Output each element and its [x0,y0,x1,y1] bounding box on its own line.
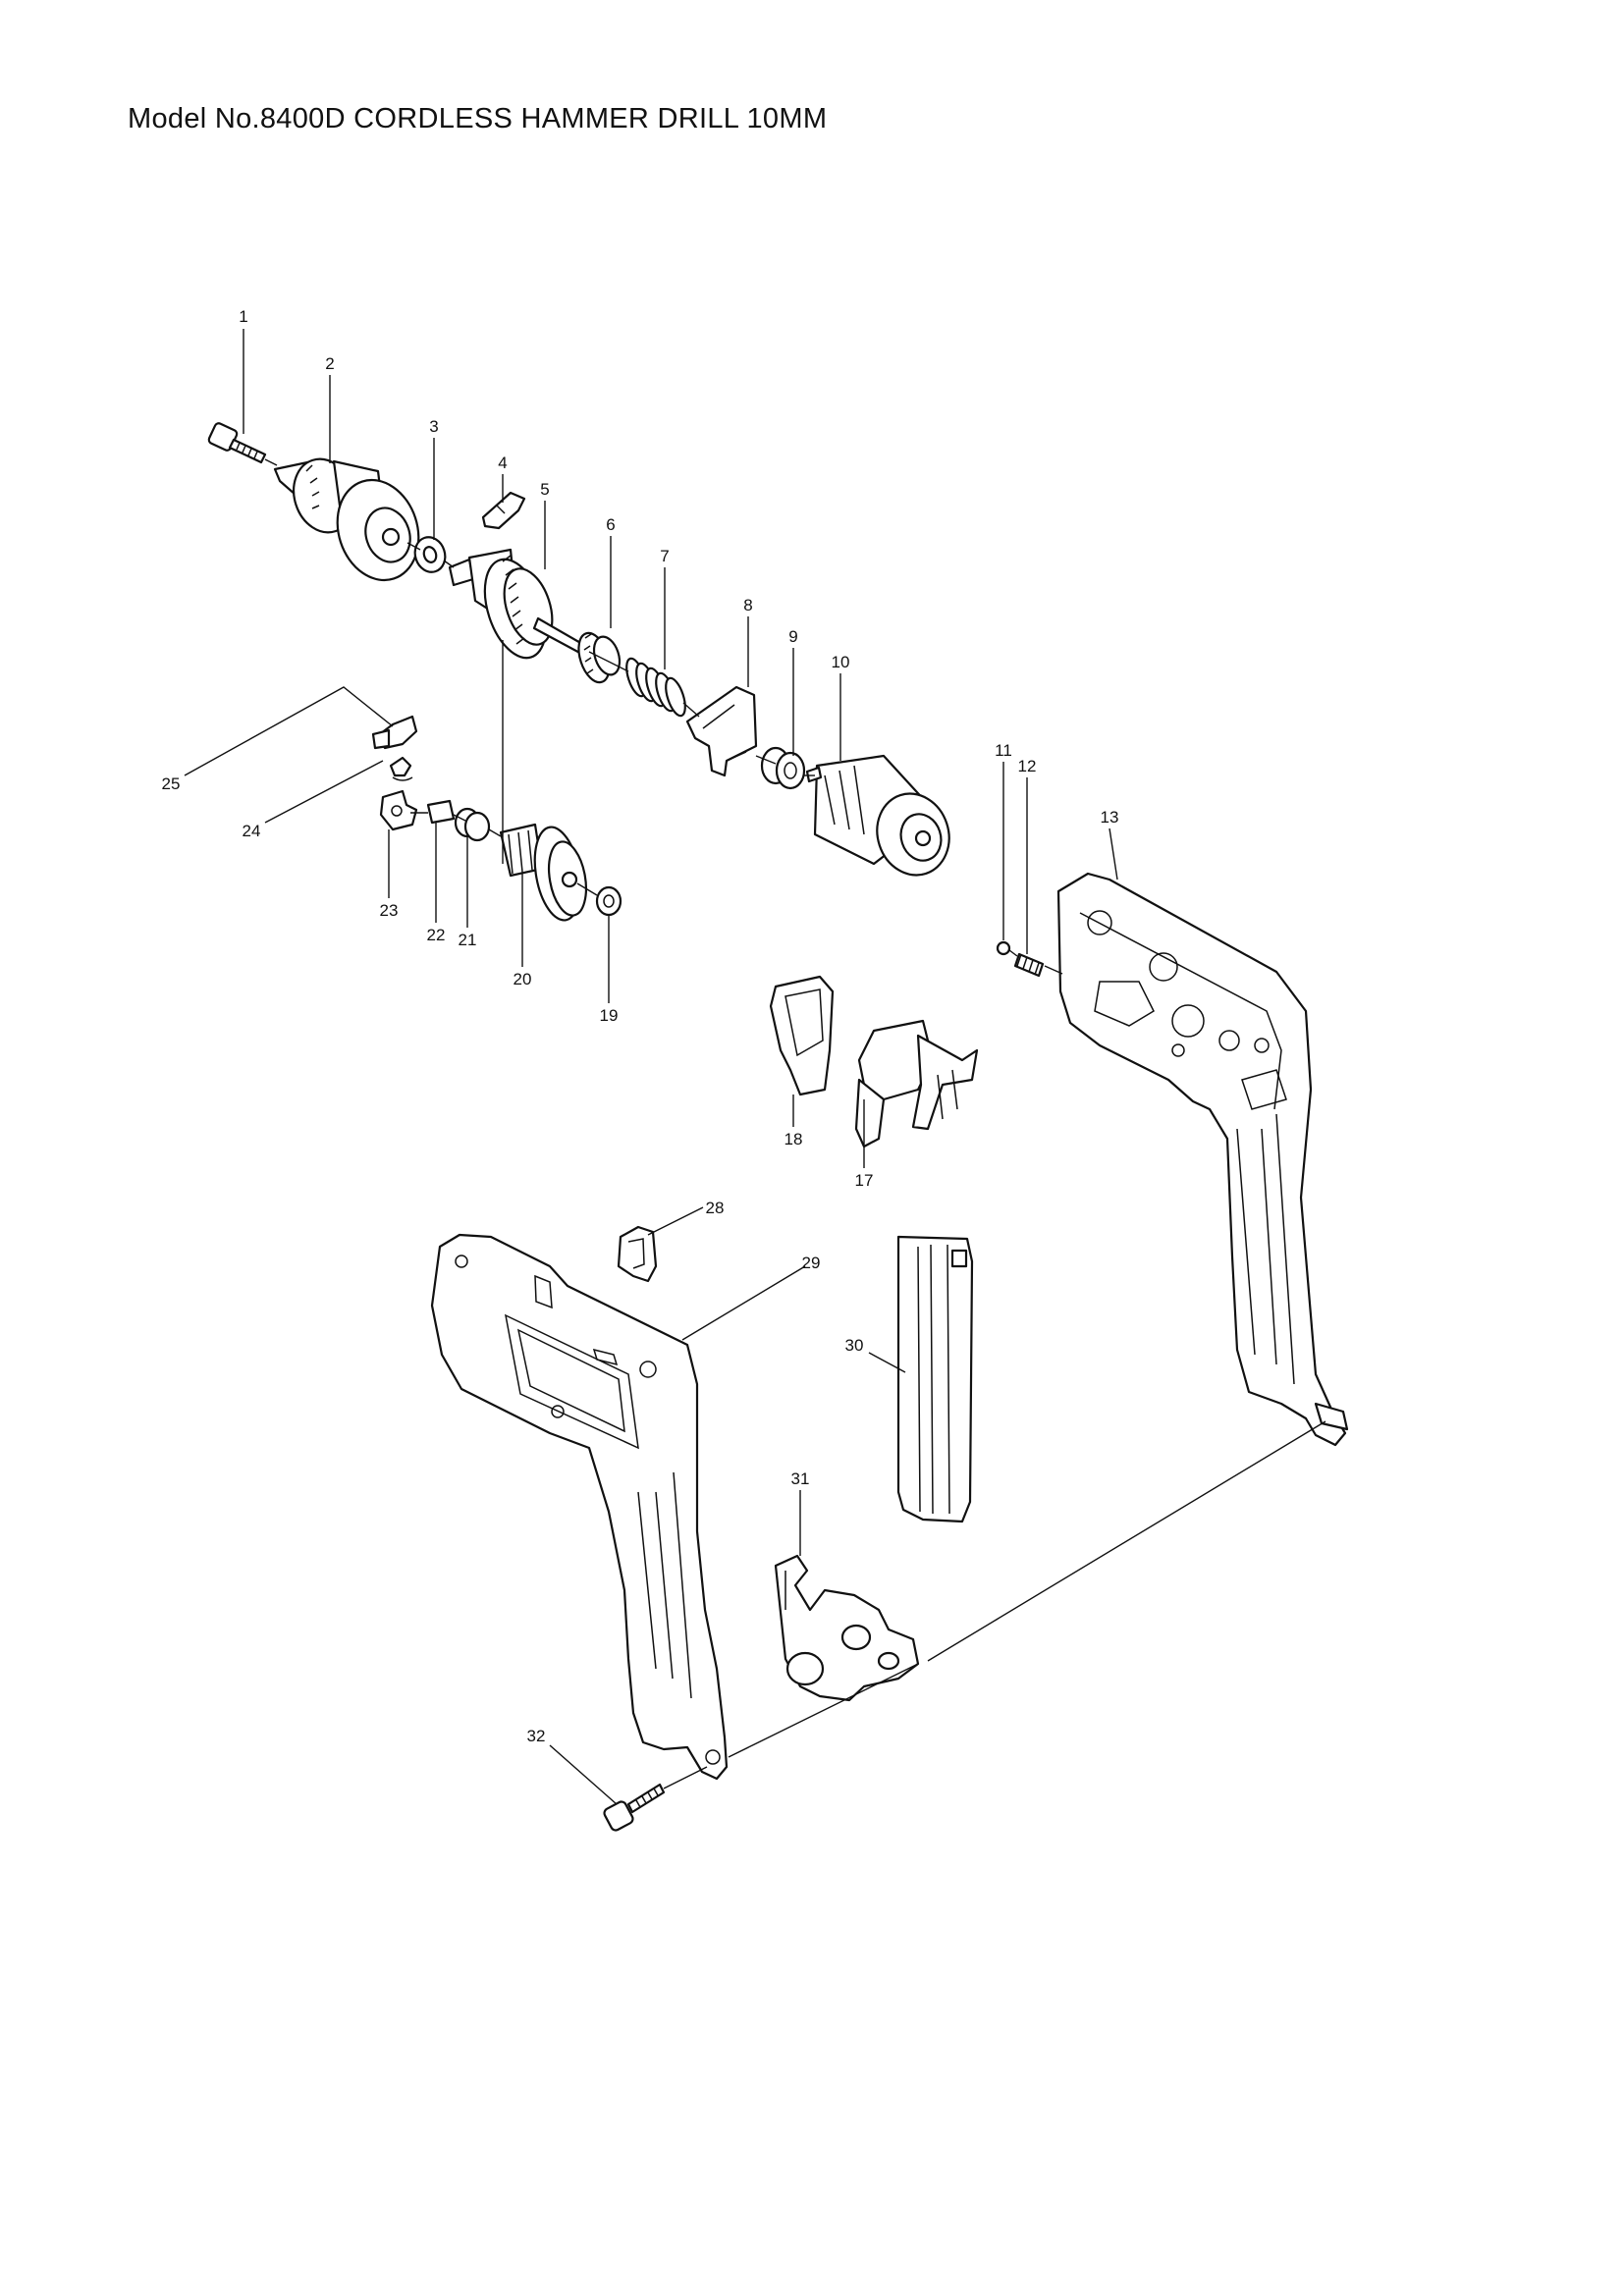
screw-icon [207,422,267,464]
page-title: Model No.8400D CORDLESS HAMMER DRILL 10M… [128,103,828,134]
screw-icon [603,1783,666,1832]
bearing-icon [595,885,622,917]
dc-motor-icon [805,754,950,877]
callout-7: 7 [660,547,669,565]
callout-24: 24 [243,822,261,840]
callout-6: 6 [606,515,615,534]
assembly-lines [264,458,1326,1789]
callout-3: 3 [429,417,438,436]
callout-19: 19 [600,1006,619,1025]
callout-29: 29 [802,1254,821,1272]
washer-icon [413,536,447,573]
callout-20: 20 [514,970,532,988]
pin-icon [426,799,456,825]
callout-2: 2 [325,354,334,373]
terminal-icon [774,1554,920,1702]
callout-23: 23 [380,901,399,920]
callout-28: 28 [706,1199,725,1217]
clip-icon [481,491,526,530]
spur-gear-icon [499,823,588,922]
callout-4: 4 [498,454,507,472]
housing-left-icon [430,1233,729,1781]
spring-icon [1013,952,1045,978]
bearing-icon [760,746,806,790]
spindle-gear-icon [448,548,591,660]
housing-right-icon [1056,872,1349,1447]
callout-5: 5 [540,480,549,499]
change-lever-icon [371,715,418,750]
steel-ball-icon [996,940,1011,956]
callout-21: 21 [459,931,477,949]
callout-9: 9 [788,627,797,646]
bearing-icon [454,807,491,842]
plate-icon [685,685,758,777]
callout-30: 30 [845,1336,864,1355]
callout-12: 12 [1018,757,1037,775]
spring-icon [625,657,686,718]
callout-11: 11 [995,741,1012,760]
hook-icon [617,1225,658,1283]
callout-1: 1 [239,307,247,326]
callout-8: 8 [743,596,752,614]
lever-icon [379,789,418,831]
callout-31: 31 [791,1469,810,1488]
leader-lines [184,329,1118,1805]
callout-13: 13 [1101,808,1119,827]
spring-clip-icon [389,756,413,781]
drill-chuck-icon [273,457,420,582]
callout-25: 25 [162,774,181,793]
callout-17: 17 [855,1171,874,1190]
callout-18: 18 [784,1130,803,1148]
cam-icon [577,631,622,684]
callout-labels: 1 2 3 4 5 6 7 8 9 10 11 12 13 17 18 19 2… [162,307,1119,1745]
switch-cover-icon [769,975,835,1096]
callout-32: 32 [527,1727,546,1745]
battery-icon [896,1235,974,1523]
callout-22: 22 [427,926,446,944]
switch-icon [854,1019,979,1148]
callout-10: 10 [832,653,850,671]
